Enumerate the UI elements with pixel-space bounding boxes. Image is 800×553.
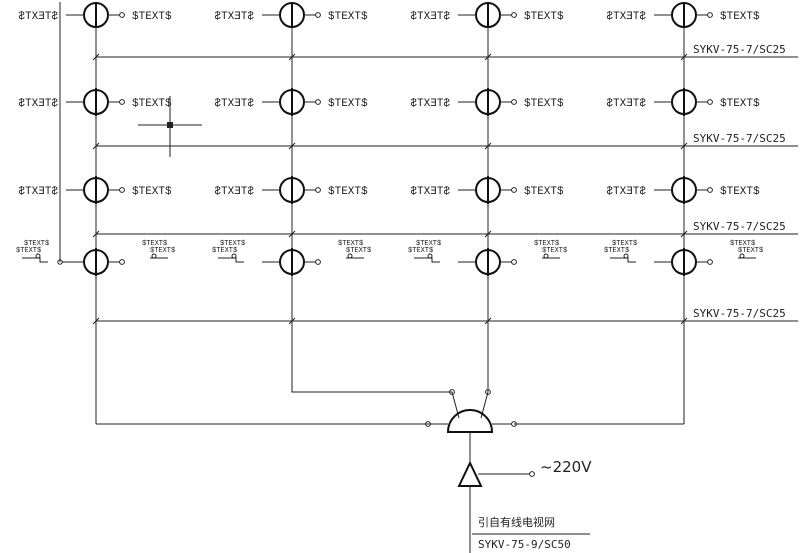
outlet-icon xyxy=(707,187,713,193)
small-label: $TEXT$ xyxy=(142,240,167,248)
outlet-label: $TEXT$ xyxy=(720,11,760,23)
source-annotation: 引自有线电视网 SYKV-75-9/SC50 xyxy=(472,515,590,551)
small-label: $TEXT$ xyxy=(416,240,441,248)
outlet-icon xyxy=(511,187,517,193)
mirrored-label: $TEXT$ xyxy=(410,11,450,23)
tap-unit: $TEXT$ $TEXT$ $TEXT$ $TEXT$ xyxy=(16,240,175,276)
mirrored-label: $TEXT$ xyxy=(606,186,646,198)
outlet-icon xyxy=(315,259,321,265)
outlet-icon xyxy=(315,99,321,105)
outlet-label: $TEXT$ xyxy=(524,186,564,198)
outlet-row-4: $TEXT$ $TEXT$ $TEXT$ $TEXT$ $TEXT$ $TEXT… xyxy=(16,240,763,276)
tap-unit: $TEXT$ $TEXT$ xyxy=(410,2,564,28)
outlet-label: $TEXT$ xyxy=(132,186,172,198)
risers xyxy=(59,2,685,424)
source-label: 引自有线电视网 xyxy=(478,515,555,529)
cable-label-row-1: SYKV-75-7/SC25 xyxy=(693,43,786,56)
small-label: $TEXT$ xyxy=(220,240,245,248)
small-label: $TEXT$ xyxy=(612,240,637,248)
mirrored-label: $TEXT$ xyxy=(606,11,646,23)
mirrored-label: $TEXT$ xyxy=(606,98,646,110)
cable-lines xyxy=(96,56,798,322)
crosshair-icon xyxy=(138,96,202,157)
small-label: $TEXT$ xyxy=(738,247,763,255)
cable-label-row-4: SYKV-75-7/SC25 xyxy=(693,307,786,320)
tap-unit: $TEXT$ $TEXT$ $TEXT$ $TEXT$ xyxy=(604,240,763,276)
outlet-label: $TEXT$ xyxy=(328,186,368,198)
outlet-label: $TEXT$ xyxy=(328,11,368,23)
small-label: $TEXT$ xyxy=(604,247,629,255)
outlet-label: $TEXT$ xyxy=(328,98,368,110)
outlet-icon xyxy=(315,12,321,18)
tap-unit: $TEXT$ $TEXT$ xyxy=(214,176,368,204)
small-label: $TEXT$ xyxy=(534,240,559,248)
mirrored-label: $TEXT$ xyxy=(214,186,254,198)
outlet-icon xyxy=(511,12,517,18)
outlet-icon xyxy=(707,12,713,18)
outlet-row-3: $TEXT$ $TEXT$ $TEXT$ $TEXT$ $TEXT$ $TEXT… xyxy=(18,176,760,204)
outlet-icon xyxy=(119,12,125,18)
outlet-icon xyxy=(119,99,125,105)
mirrored-label: $TEXT$ xyxy=(214,98,254,110)
outlet-icon xyxy=(511,99,517,105)
tap-unit: $TEXT$ $TEXT$ xyxy=(410,88,564,116)
mirrored-label: $TEXT$ xyxy=(18,11,58,23)
amplifier-icon xyxy=(457,432,535,553)
outlet-label: $TEXT$ xyxy=(524,98,564,110)
tap-unit: $TEXT$ $TEXT$ xyxy=(214,88,368,116)
outlet-icon xyxy=(707,259,713,265)
tap-unit: $TEXT$ $TEXT$ $TEXT$ $TEXT$ xyxy=(408,240,567,276)
outlet-label: $TEXT$ xyxy=(132,98,172,110)
outlet-label: $TEXT$ xyxy=(720,98,760,110)
small-label: $TEXT$ xyxy=(730,240,755,248)
mirrored-label: $TEXT$ xyxy=(410,186,450,198)
outlet-icon xyxy=(315,187,321,193)
cable-label-row-2: SYKV-75-7/SC25 xyxy=(693,132,786,145)
outlet-icon xyxy=(119,187,125,193)
small-label: $TEXT$ xyxy=(346,247,371,255)
tap-unit: $TEXT$ $TEXT$ xyxy=(18,176,172,204)
tap-unit: $TEXT$ $TEXT$ xyxy=(606,176,760,204)
outlet-row-1: $TEXT$ $TEXT$ $TEXT$ $TEXT$ $TEXT$ $TEXT… xyxy=(18,2,760,28)
outlet-icon xyxy=(119,259,125,265)
tap-unit: $TEXT$ $TEXT$ xyxy=(18,2,172,28)
outlet-icon xyxy=(511,259,517,265)
small-label: $TEXT$ xyxy=(408,247,433,255)
small-label: $TEXT$ xyxy=(338,240,363,248)
outlet-label: $TEXT$ xyxy=(132,11,172,23)
tap-unit: $TEXT$ $TEXT$ $TEXT$ $TEXT$ xyxy=(212,240,371,276)
mirrored-label: $TEXT$ xyxy=(410,98,450,110)
outlet-label: $TEXT$ xyxy=(720,186,760,198)
source-cable-label: SYKV-75-9/SC50 xyxy=(478,538,571,551)
small-label: $TEXT$ xyxy=(24,240,49,248)
outlet-icon xyxy=(707,99,713,105)
mirrored-label: $TEXT$ xyxy=(18,186,58,198)
power-label: ~220V xyxy=(540,458,592,476)
mirrored-label: $TEXT$ xyxy=(214,11,254,23)
tap-unit: $TEXT$ $TEXT$ xyxy=(18,88,172,116)
tap-unit: $TEXT$ $TEXT$ xyxy=(606,88,760,116)
cable-label-row-3: SYKV-75-7/SC25 xyxy=(693,220,786,233)
small-label: $TEXT$ xyxy=(16,247,41,255)
small-label: $TEXT$ xyxy=(212,247,237,255)
tap-unit: $TEXT$ $TEXT$ xyxy=(214,2,368,28)
outlet-label: $TEXT$ xyxy=(524,11,564,23)
tap-unit: $TEXT$ $TEXT$ xyxy=(606,2,760,28)
distributor-icon xyxy=(425,389,517,433)
small-label: $TEXT$ xyxy=(542,247,567,255)
feeder-lines xyxy=(96,321,684,425)
mirrored-label: $TEXT$ xyxy=(18,98,58,110)
tap-unit: $TEXT$ $TEXT$ xyxy=(410,176,564,204)
small-label: $TEXT$ xyxy=(150,247,175,255)
tap-marks xyxy=(92,53,688,325)
outlet-row-2: $TEXT$ $TEXT$ $TEXT$ $TEXT$ $TEXT$ $TEXT… xyxy=(18,88,760,116)
cable-labels: SYKV-75-7/SC25 SYKV-75-7/SC25 SYKV-75-7/… xyxy=(693,43,786,320)
